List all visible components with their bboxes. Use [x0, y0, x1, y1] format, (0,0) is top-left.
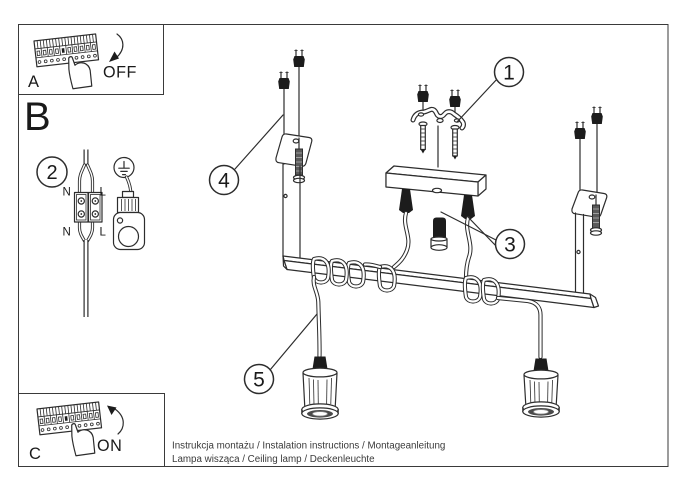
hanger-strap-left — [282, 163, 301, 260]
callout-3-leader — [467, 216, 498, 248]
wall-anchor-icon — [590, 106, 604, 125]
wall-anchor-icon — [277, 71, 291, 90]
step-c-label: C — [29, 445, 41, 463]
footer: Instrukcja montażu / Instalation instruc… — [172, 441, 445, 466]
page-border — [18, 24, 669, 467]
callout-5-leader — [269, 313, 318, 371]
arrow-down-head — [109, 51, 119, 62]
callout-4-badge — [208, 164, 240, 196]
off-label: OFF — [103, 64, 137, 82]
mounting-bracket — [413, 109, 464, 128]
wall-anchor-icon — [292, 49, 306, 68]
step-a-label: A — [28, 73, 39, 91]
callout-5-badge — [243, 363, 275, 395]
pendant-cord-left — [313, 213, 409, 356]
ground-symbol-icon — [113, 156, 135, 179]
callout-4-number: 4 — [218, 170, 230, 193]
callout-5-number: 5 — [253, 369, 265, 392]
arrow-down-icon — [115, 33, 124, 59]
step-2-number: 2 — [46, 162, 57, 184]
callout-3-number: 3 — [504, 234, 516, 257]
callout-1-badge — [493, 56, 525, 88]
callout-1-number: 1 — [503, 62, 515, 85]
terminal-label-n-bottom: N — [63, 227, 71, 239]
cable-gland-icon — [461, 195, 475, 219]
bracket-screw — [450, 124, 460, 160]
arrow-up-head — [107, 405, 117, 415]
wall-anchor-icon — [448, 89, 462, 108]
callout-3-leader — [440, 211, 497, 241]
callout-3-badge — [494, 228, 526, 260]
terminal-block — [73, 191, 103, 223]
hanger-strap-right — [574, 212, 585, 294]
callout-4-leader — [234, 114, 284, 170]
step-b-label: B — [24, 95, 51, 139]
step-a-panel: OFF A — [18, 24, 164, 95]
hanger-plate-left — [275, 133, 313, 184]
callout-1-leader — [456, 77, 499, 123]
step-c-panel: ON C — [18, 393, 165, 467]
hanger-plate-right — [571, 189, 608, 236]
on-label: ON — [97, 437, 122, 455]
terminal-label-l-bottom: L — [100, 227, 107, 239]
terminal-label-l-top: L — [100, 187, 107, 199]
terminal-label-n-top: N — [63, 187, 71, 199]
canopy — [385, 165, 487, 197]
bracket-screw — [418, 121, 428, 154]
wiring-step: 2 N L N L — [36, 150, 146, 318]
footer-line-1: Instrukcja montażu / Instalation instruc… — [172, 441, 445, 452]
canopy-center-hole — [431, 187, 443, 194]
step-2-badge — [36, 156, 68, 188]
lamp-socket-left — [301, 356, 339, 420]
cable-clamp — [112, 190, 146, 251]
cable-gland-icon — [399, 189, 413, 213]
wall-anchor-icon — [573, 121, 587, 140]
wall-anchor-icon — [416, 84, 430, 103]
lamp-assembly-diagram: 1 3 4 5 — [208, 49, 608, 420]
arrow-up-icon — [114, 408, 124, 435]
locking-screw — [430, 217, 448, 251]
footer-line-2: Lampa wisząca / Ceiling lamp / Deckenleu… — [172, 454, 375, 465]
lamp-socket-right — [522, 358, 560, 418]
